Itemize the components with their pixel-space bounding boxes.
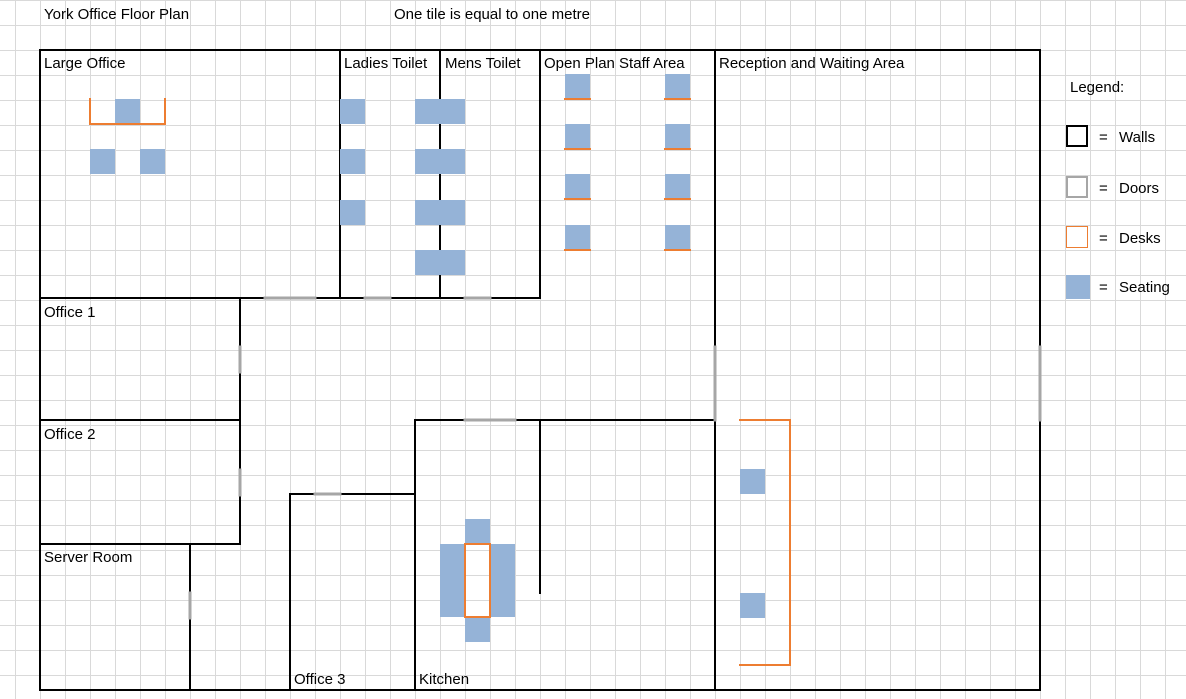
room-label-mens-toilet: Mens Toilet bbox=[445, 55, 521, 72]
seat bbox=[565, 174, 590, 199]
legend-equals-walls: = bbox=[1099, 129, 1108, 146]
seat bbox=[665, 74, 690, 99]
seat bbox=[415, 250, 440, 275]
legend-equals-desks: = bbox=[1099, 230, 1108, 247]
seat bbox=[440, 99, 465, 124]
legend-swatch-walls bbox=[1066, 125, 1088, 147]
room-label-office-3: Office 3 bbox=[294, 671, 346, 688]
room-label-kitchen: Kitchen bbox=[419, 671, 470, 688]
legend-label-seating: Seating bbox=[1119, 279, 1170, 296]
plan-title: York Office Floor Plan bbox=[44, 6, 190, 23]
seat bbox=[565, 74, 590, 99]
seat bbox=[340, 99, 365, 124]
seat bbox=[490, 544, 515, 617]
seat bbox=[415, 200, 440, 225]
seat bbox=[665, 225, 690, 250]
room-label-server-room: Server Room bbox=[44, 549, 133, 566]
seat bbox=[340, 200, 365, 225]
seat bbox=[740, 469, 765, 494]
seat bbox=[415, 149, 440, 174]
doors-layer bbox=[188, 296, 1042, 620]
legend-label-desks: Desks bbox=[1119, 230, 1161, 247]
seat bbox=[440, 149, 465, 174]
seat bbox=[90, 149, 115, 174]
seat bbox=[665, 174, 690, 199]
desk bbox=[464, 543, 491, 618]
seat bbox=[440, 200, 465, 225]
seat bbox=[415, 99, 440, 124]
room-label-office-1: Office 1 bbox=[44, 304, 96, 321]
seat bbox=[440, 544, 465, 617]
seat bbox=[665, 124, 690, 149]
legend-swatch-doors bbox=[1066, 176, 1088, 198]
legend-title: Legend: bbox=[1070, 79, 1125, 96]
legend-equals-doors: = bbox=[1099, 180, 1108, 197]
legend-label-walls: Walls bbox=[1119, 129, 1156, 146]
legend-swatch-desks bbox=[1066, 226, 1088, 248]
room-label-reception: Reception and Waiting Area bbox=[719, 55, 905, 72]
seat bbox=[440, 250, 465, 275]
scale-note: One tile is equal to one metre bbox=[394, 6, 590, 23]
seat bbox=[140, 149, 165, 174]
seating-layer bbox=[90, 74, 765, 642]
room-label-ladies-toilet: Ladies Toilet bbox=[344, 55, 428, 72]
seat bbox=[565, 124, 590, 149]
seat bbox=[340, 149, 365, 174]
room-label-large-office: Large Office bbox=[44, 55, 126, 72]
desks-layer bbox=[89, 98, 791, 666]
legend-swatch-seating bbox=[1066, 275, 1090, 299]
seat bbox=[740, 593, 765, 618]
seat bbox=[565, 225, 590, 250]
legend-label-doors: Doors bbox=[1119, 180, 1160, 197]
legend-equals-seating: = bbox=[1099, 279, 1108, 296]
seat bbox=[115, 99, 140, 124]
room-label-open-plan: Open Plan Staff Area bbox=[544, 55, 685, 72]
seat bbox=[465, 519, 490, 544]
seat bbox=[465, 617, 490, 642]
room-label-office-2: Office 2 bbox=[44, 426, 96, 443]
